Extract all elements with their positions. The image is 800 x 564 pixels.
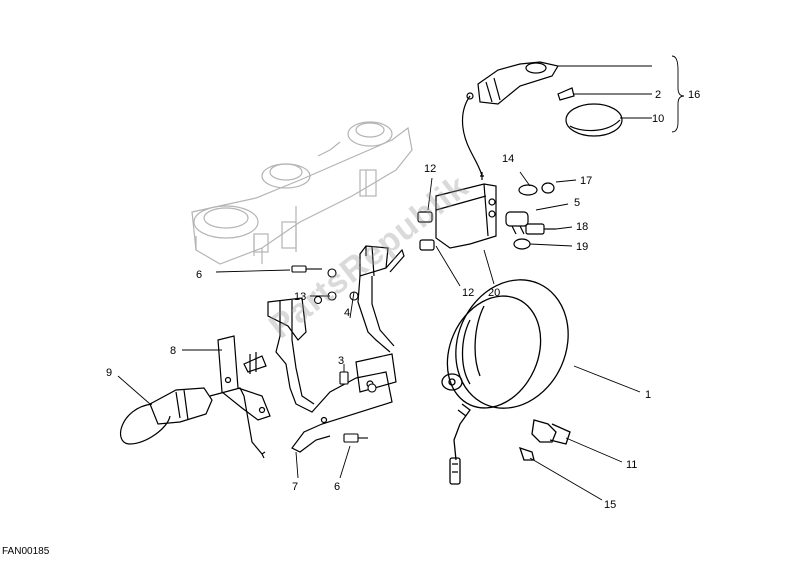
right-indicator-assembly xyxy=(461,61,623,180)
callout-17: 17 xyxy=(580,175,592,187)
callout-14: 14 xyxy=(502,153,514,165)
leader-lines xyxy=(117,55,685,501)
callout-10: 10 xyxy=(652,113,664,125)
callout-18: 18 xyxy=(576,221,588,233)
callout-6-lower: 6 xyxy=(334,481,340,493)
callout-16: 16 xyxy=(688,89,700,101)
callout-8: 8 xyxy=(170,345,176,357)
callout-11: 11 xyxy=(626,459,637,471)
callout-labels: 1 2 3 4 5 6 6 7 8 9 10 11 12 12 13 14 15… xyxy=(106,89,700,511)
callout-20: 20 xyxy=(488,287,500,299)
instrument-bracket xyxy=(417,182,556,251)
callout-1: 1 xyxy=(645,389,651,401)
left-indicator-assembly xyxy=(120,335,271,459)
headlight-bracket xyxy=(267,245,405,453)
callout-9: 9 xyxy=(106,367,112,379)
callout-19: 19 xyxy=(576,241,588,253)
headlight-assembly xyxy=(441,279,571,485)
callout-12-upper: 12 xyxy=(424,163,436,175)
diagram-code: FAN00185 xyxy=(2,546,50,557)
callout-13: 13 xyxy=(294,291,306,303)
fasteners xyxy=(291,265,377,443)
callout-6-upper: 6 xyxy=(196,269,202,281)
callout-7: 7 xyxy=(292,481,298,493)
callout-15: 15 xyxy=(604,499,616,511)
callout-2: 2 xyxy=(655,89,661,101)
callout-12-lower: 12 xyxy=(462,287,474,299)
triple-clamp-ghost xyxy=(191,121,413,265)
callout-3: 3 xyxy=(338,355,344,367)
callout-4: 4 xyxy=(344,307,350,319)
callout-5: 5 xyxy=(574,197,580,209)
